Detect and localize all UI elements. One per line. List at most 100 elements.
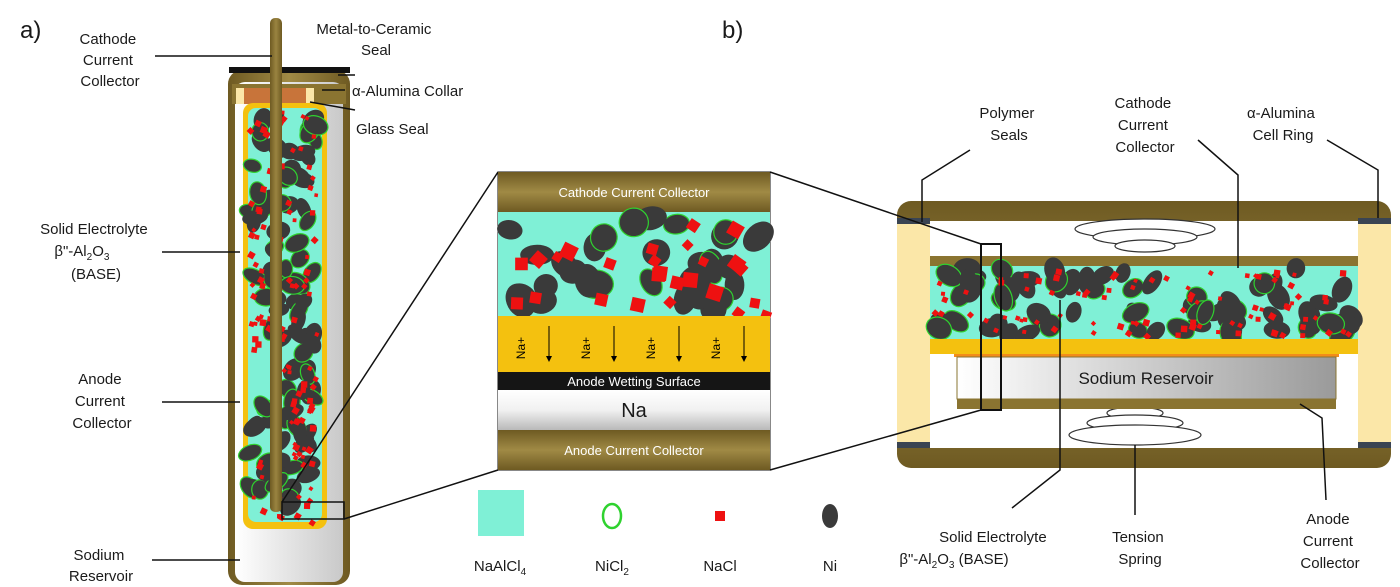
zoom-particles bbox=[497, 206, 774, 323]
nacl-particle bbox=[749, 297, 761, 309]
nacl-particle bbox=[301, 446, 307, 452]
label-anode-cc-b: Anode Current Collector bbox=[1300, 511, 1359, 572]
nacl-particle bbox=[1259, 307, 1265, 312]
ni-particle bbox=[1077, 266, 1096, 295]
label-solid-electrolyte-b: Solid Electrolyte β"-Al2O3 (BASE) bbox=[899, 529, 1051, 571]
nacl-particle bbox=[697, 255, 710, 268]
zoom-inset: Cathode Current Collector Na+Na+Na+Na+ A… bbox=[497, 171, 774, 471]
nacl-particle bbox=[1023, 273, 1029, 279]
label-solid-electrolyte-a: Solid Electrolyte β"-Al2O3 (BASE) bbox=[40, 221, 152, 283]
nacl-particle bbox=[255, 206, 262, 213]
ni-particle bbox=[618, 207, 649, 238]
nacl-particle bbox=[1271, 276, 1279, 284]
nacl-particle bbox=[254, 119, 262, 128]
nacl-particle bbox=[252, 336, 259, 343]
cell-ring-left bbox=[897, 224, 930, 442]
nacl-particle bbox=[246, 127, 255, 135]
panel-b-leaders bbox=[769, 139, 1379, 515]
polymer-seal-br bbox=[1358, 442, 1391, 448]
nacl-particle bbox=[1207, 270, 1214, 277]
nacl-particle bbox=[307, 397, 314, 404]
nacl-particle bbox=[285, 199, 293, 207]
nacl-particle bbox=[993, 327, 999, 334]
label-sodium-reservoir-a: Sodium Reservoir bbox=[69, 547, 133, 585]
label-anode-cc-a: Anode Current Collector bbox=[72, 371, 131, 432]
ni-particle bbox=[1026, 302, 1051, 325]
nacl-particle bbox=[251, 495, 256, 500]
nacl-particle bbox=[1143, 332, 1152, 341]
nacl-particle bbox=[1142, 318, 1151, 327]
ni-particle bbox=[302, 115, 329, 136]
ion-arrow-head bbox=[741, 356, 747, 362]
nacl-particle bbox=[726, 253, 747, 274]
na-ion-arrows: Na+Na+Na+Na+ bbox=[514, 326, 747, 362]
nacl-particle bbox=[1124, 329, 1133, 338]
nacl-particle bbox=[276, 514, 282, 519]
nacl-particle bbox=[1283, 303, 1289, 309]
ni-particle bbox=[1196, 299, 1215, 326]
nacl-particle bbox=[1187, 296, 1194, 303]
nacl-particle bbox=[259, 185, 268, 193]
ni-particle bbox=[292, 419, 307, 444]
ni-particle bbox=[497, 220, 523, 240]
nacl-particle bbox=[1235, 330, 1242, 337]
nacl-particle bbox=[1312, 315, 1319, 321]
nacl-particle bbox=[251, 227, 257, 233]
nacl-particle bbox=[300, 387, 307, 394]
nacl-particle bbox=[1196, 323, 1203, 330]
planar-base bbox=[930, 339, 1358, 354]
nacl-particle bbox=[663, 295, 677, 310]
ni-particle bbox=[589, 223, 618, 252]
nacl-particle bbox=[558, 241, 579, 262]
nacl-particle bbox=[1185, 285, 1191, 291]
nacl-particle bbox=[1289, 301, 1295, 306]
nacl-particle bbox=[1267, 312, 1277, 321]
nacl-particle bbox=[651, 267, 666, 282]
ni-particle bbox=[278, 403, 304, 421]
ni-particle bbox=[1015, 273, 1036, 299]
nacl-particle bbox=[645, 242, 660, 256]
legend-swatch-naalcl4 bbox=[478, 490, 524, 536]
planar-particles bbox=[925, 257, 1363, 349]
nacl-particle bbox=[669, 275, 685, 291]
polymer-seal-tr bbox=[1358, 218, 1391, 224]
nacl-particle bbox=[305, 445, 314, 455]
ni-particle bbox=[279, 495, 301, 516]
nacl-particle bbox=[941, 296, 949, 304]
nacl-particle bbox=[308, 402, 316, 410]
nacl-particle bbox=[726, 220, 745, 240]
ni-particle bbox=[742, 221, 774, 252]
nacl-particle bbox=[1275, 274, 1280, 279]
nacl-particle bbox=[289, 283, 295, 289]
ni-particle bbox=[282, 358, 305, 381]
nacl-particle bbox=[1019, 318, 1024, 323]
nacl-particle bbox=[307, 365, 313, 372]
nacl-particle bbox=[647, 254, 662, 268]
nacl-particle bbox=[259, 507, 268, 516]
nacl-particle bbox=[289, 147, 296, 154]
ni-particle bbox=[1221, 316, 1243, 344]
nacl-particle bbox=[940, 291, 946, 296]
nacl-particle bbox=[681, 239, 694, 252]
nacl-particle bbox=[1340, 328, 1347, 335]
ion-arrow-head bbox=[546, 356, 552, 362]
panel-a-leaders bbox=[152, 55, 499, 561]
nacl-particle bbox=[1052, 274, 1061, 282]
spring-top bbox=[1074, 218, 1216, 253]
nacl-particle bbox=[307, 184, 314, 192]
nacl-particle bbox=[1109, 273, 1118, 282]
glass-seal-right bbox=[306, 88, 314, 104]
label-tension-spring: Tension Spring bbox=[1112, 529, 1168, 568]
cathode-rod bbox=[270, 18, 282, 512]
nacl-particle bbox=[1035, 277, 1043, 285]
nacl-particle bbox=[314, 331, 320, 337]
nacl-particle bbox=[1014, 315, 1021, 322]
glass-seal-left bbox=[236, 88, 244, 104]
ni-particle bbox=[1014, 324, 1041, 342]
nacl-particle bbox=[254, 315, 262, 323]
nacl-particle bbox=[594, 292, 609, 307]
zoom-base bbox=[498, 316, 770, 372]
nacl-particle bbox=[966, 311, 975, 319]
nacl-particle bbox=[291, 451, 297, 457]
nacl-particle bbox=[1339, 270, 1347, 277]
